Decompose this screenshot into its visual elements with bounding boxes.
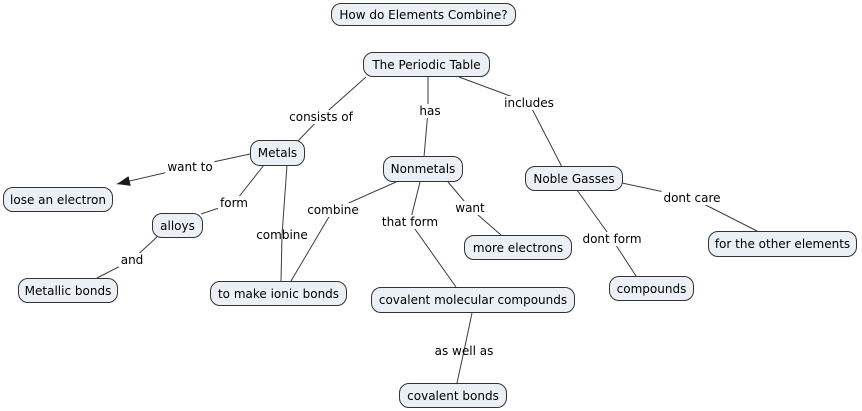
- edge-label-want[interactable]: want: [453, 201, 487, 215]
- edge-label-form[interactable]: form: [218, 196, 250, 210]
- edge-label-combine-metals[interactable]: combine: [256, 228, 308, 242]
- node-metallic-bonds[interactable]: Metallic bonds: [18, 278, 118, 303]
- edge-label-want-to[interactable]: want to: [165, 160, 215, 174]
- edge-label-dont-form[interactable]: dont form: [580, 232, 644, 246]
- node-metals[interactable]: Metals: [250, 140, 305, 166]
- node-question[interactable]: How do Elements Combine?: [331, 3, 516, 26]
- node-covalent-molecular-compounds[interactable]: covalent molecular compounds: [371, 287, 575, 313]
- edge-label-combine-nonmetals[interactable]: combine: [305, 203, 361, 217]
- edge-label-as-well-as[interactable]: as well as: [434, 344, 494, 358]
- edge-label-has[interactable]: has: [417, 104, 443, 118]
- node-compounds[interactable]: compounds: [609, 276, 694, 301]
- node-noble-gasses[interactable]: Noble Gasses: [525, 166, 623, 191]
- edge-covmol-covalent-bonds: [456, 312, 473, 384]
- node-covalent-bonds[interactable]: covalent bonds: [399, 383, 507, 408]
- edge-label-and[interactable]: and: [118, 253, 146, 267]
- node-periodic-table[interactable]: The Periodic Table: [363, 52, 490, 77]
- edge-label-consists-of[interactable]: consists of: [287, 110, 355, 124]
- node-for-the-other-elements[interactable]: for the other elements: [708, 231, 857, 257]
- node-alloys[interactable]: alloys: [152, 213, 203, 238]
- edge-nonmetals-covalent-molecular-compounds: [409, 181, 457, 288]
- edge-label-includes[interactable]: includes: [502, 96, 556, 110]
- edge-periodic-table-noble-gasses: [458, 76, 563, 168]
- node-to-make-ionic-bonds[interactable]: to make ionic bonds: [210, 281, 347, 306]
- edge-label-that-form[interactable]: that form: [379, 215, 441, 229]
- edge-periodic-table-metals: [297, 76, 367, 142]
- edge-metals-ionic-bonds: [280, 164, 288, 282]
- node-nonmetals[interactable]: Nonmetals: [383, 156, 463, 182]
- node-more-electrons[interactable]: more electrons: [464, 235, 572, 260]
- edge-label-dont-care[interactable]: dont care: [661, 191, 723, 205]
- node-lose-an-electron[interactable]: lose an electron: [3, 187, 113, 212]
